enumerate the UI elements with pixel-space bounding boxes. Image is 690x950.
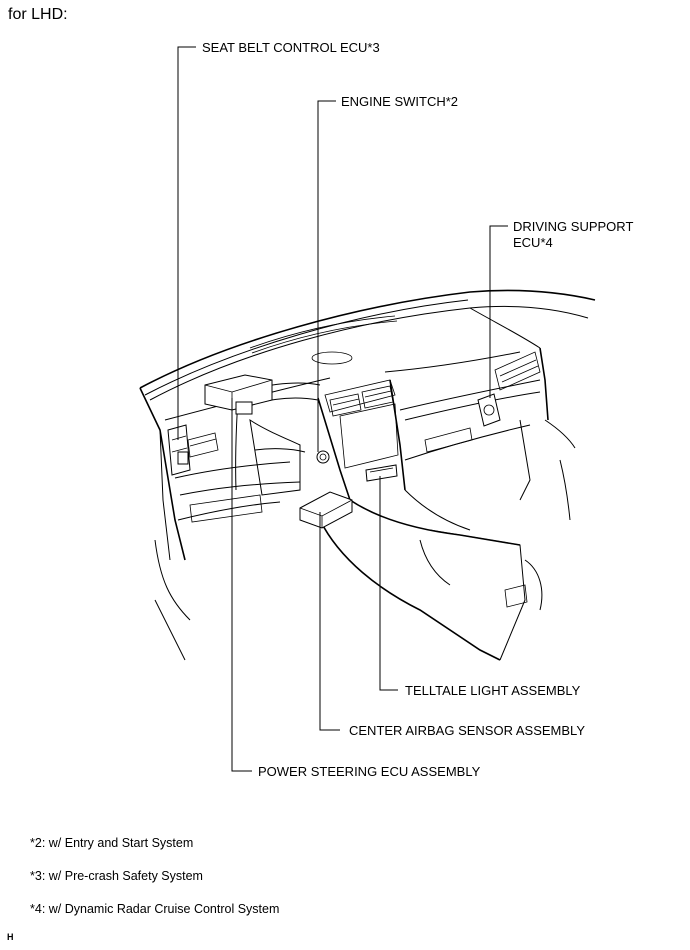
leader-lines (177, 46, 508, 772)
footnote-3: *3: w/ Pre-crash Safety System (30, 869, 203, 883)
telltale-light-part (365, 464, 398, 482)
engine-switch-part (316, 450, 330, 464)
footnote-2: *2: w/ Entry and Start System (30, 836, 194, 850)
corner-mark: H (7, 932, 14, 942)
power-steering-ecu-part (204, 374, 273, 415)
diagram-heading: for LHD: (8, 6, 68, 23)
label-driving-support-ecu-line2: ECU*4 (513, 235, 553, 250)
label-power-steering-ecu-assembly: POWER STEERING ECU ASSEMBLY (258, 764, 481, 779)
label-driving-support-ecu-line1: DRIVING SUPPORT (513, 219, 634, 234)
label-seat-belt-control-ecu: SEAT BELT CONTROL ECU*3 (202, 40, 380, 55)
dashboard-outline (139, 289, 596, 661)
driving-support-ecu-part (477, 393, 501, 427)
center-airbag-sensor-part (299, 491, 353, 529)
footnote-4: *4: w/ Dynamic Radar Cruise Control Syst… (30, 902, 280, 916)
label-engine-switch: ENGINE SWITCH*2 (341, 94, 459, 109)
label-telltale-light-assembly: TELLTALE LIGHT ASSEMBLY (405, 683, 581, 698)
seat-belt-control-ecu-part (167, 424, 191, 476)
label-center-airbag-sensor-assembly: CENTER AIRBAG SENSOR ASSEMBLY (349, 723, 585, 738)
